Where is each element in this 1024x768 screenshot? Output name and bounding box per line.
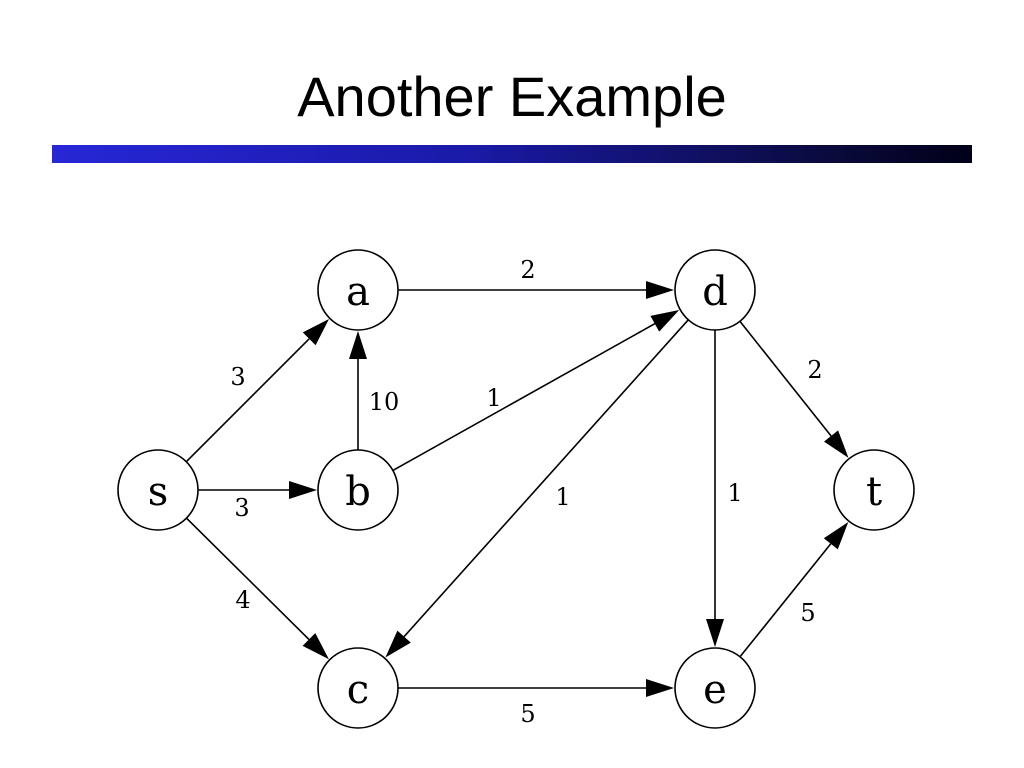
node-a: a bbox=[317, 249, 399, 331]
arrowhead-b-a bbox=[349, 331, 367, 359]
arrowhead-d-e bbox=[706, 619, 724, 647]
arrowhead-d-c bbox=[385, 630, 411, 658]
node-circle-s bbox=[117, 449, 199, 531]
edge-weight-d-t: 2 bbox=[807, 356, 822, 384]
node-d: d bbox=[674, 249, 756, 331]
edge-b-d bbox=[392, 310, 680, 472]
edge-s-b bbox=[198, 481, 317, 499]
arrowhead-s-c bbox=[302, 633, 329, 660]
edge-line-d-t bbox=[739, 320, 832, 437]
edge-weight-e-t: 5 bbox=[800, 599, 815, 627]
edge-label-layer: 3 3 4 10 2 1 1 1 2 5 5 bbox=[230, 256, 822, 728]
edge-weight-d-e: 1 bbox=[727, 479, 742, 507]
arrowhead-s-b bbox=[289, 481, 317, 499]
node-circle-a bbox=[317, 249, 399, 331]
title-rule bbox=[52, 145, 972, 163]
node-label-e: e bbox=[703, 667, 727, 713]
edge-d-e bbox=[706, 330, 724, 647]
edge-line-s-c bbox=[185, 517, 310, 641]
arrowhead-e-t bbox=[823, 522, 849, 550]
arrowhead-s-a bbox=[302, 319, 329, 346]
edge-weight-s-c: 4 bbox=[235, 586, 250, 614]
node-label-b: b bbox=[345, 469, 371, 515]
edge-weight-b-d: 1 bbox=[486, 384, 501, 412]
node-layer: s a b c d e t bbox=[117, 249, 915, 729]
node-label-a: a bbox=[346, 269, 370, 315]
edge-weight-s-a: 3 bbox=[230, 363, 245, 391]
edge-weight-b-a: 10 bbox=[369, 388, 400, 416]
arrowhead-b-d bbox=[650, 310, 680, 332]
node-circle-b bbox=[317, 449, 399, 531]
node-circle-c bbox=[317, 647, 399, 729]
edge-s-a bbox=[185, 319, 329, 463]
edge-b-a bbox=[349, 331, 367, 450]
edge-line-e-t bbox=[739, 543, 832, 658]
edge-s-c bbox=[185, 517, 329, 660]
node-t: t bbox=[833, 449, 915, 531]
edge-layer bbox=[185, 281, 849, 697]
edge-d-t bbox=[739, 320, 849, 458]
node-label-d: d bbox=[702, 269, 728, 315]
edge-weight-c-e: 5 bbox=[520, 700, 535, 728]
edge-weight-d-c: 1 bbox=[555, 483, 570, 511]
node-e: e bbox=[674, 647, 756, 729]
arrowhead-a-d bbox=[646, 281, 674, 299]
arrowhead-d-t bbox=[824, 430, 849, 458]
edge-e-t bbox=[739, 522, 849, 658]
edge-c-e bbox=[398, 679, 674, 697]
edge-weight-s-b: 3 bbox=[234, 494, 249, 522]
edge-d-c bbox=[385, 319, 689, 658]
node-circle-e bbox=[674, 647, 756, 729]
node-circle-d bbox=[674, 249, 756, 331]
edge-line-d-c bbox=[403, 319, 689, 638]
node-c: c bbox=[317, 647, 399, 729]
arrowhead-c-e bbox=[646, 679, 674, 697]
node-b: b bbox=[317, 449, 399, 531]
slide-title: Another Example bbox=[297, 65, 727, 128]
edge-line-s-a bbox=[185, 338, 310, 463]
node-label-t: t bbox=[866, 469, 882, 515]
node-label-s: s bbox=[148, 469, 169, 515]
node-label-c: c bbox=[347, 667, 369, 713]
edge-line-b-d bbox=[392, 323, 656, 472]
edge-weight-a-d: 2 bbox=[520, 256, 535, 284]
node-circle-t bbox=[833, 449, 915, 531]
node-s: s bbox=[117, 449, 199, 531]
edge-a-d bbox=[398, 281, 674, 299]
